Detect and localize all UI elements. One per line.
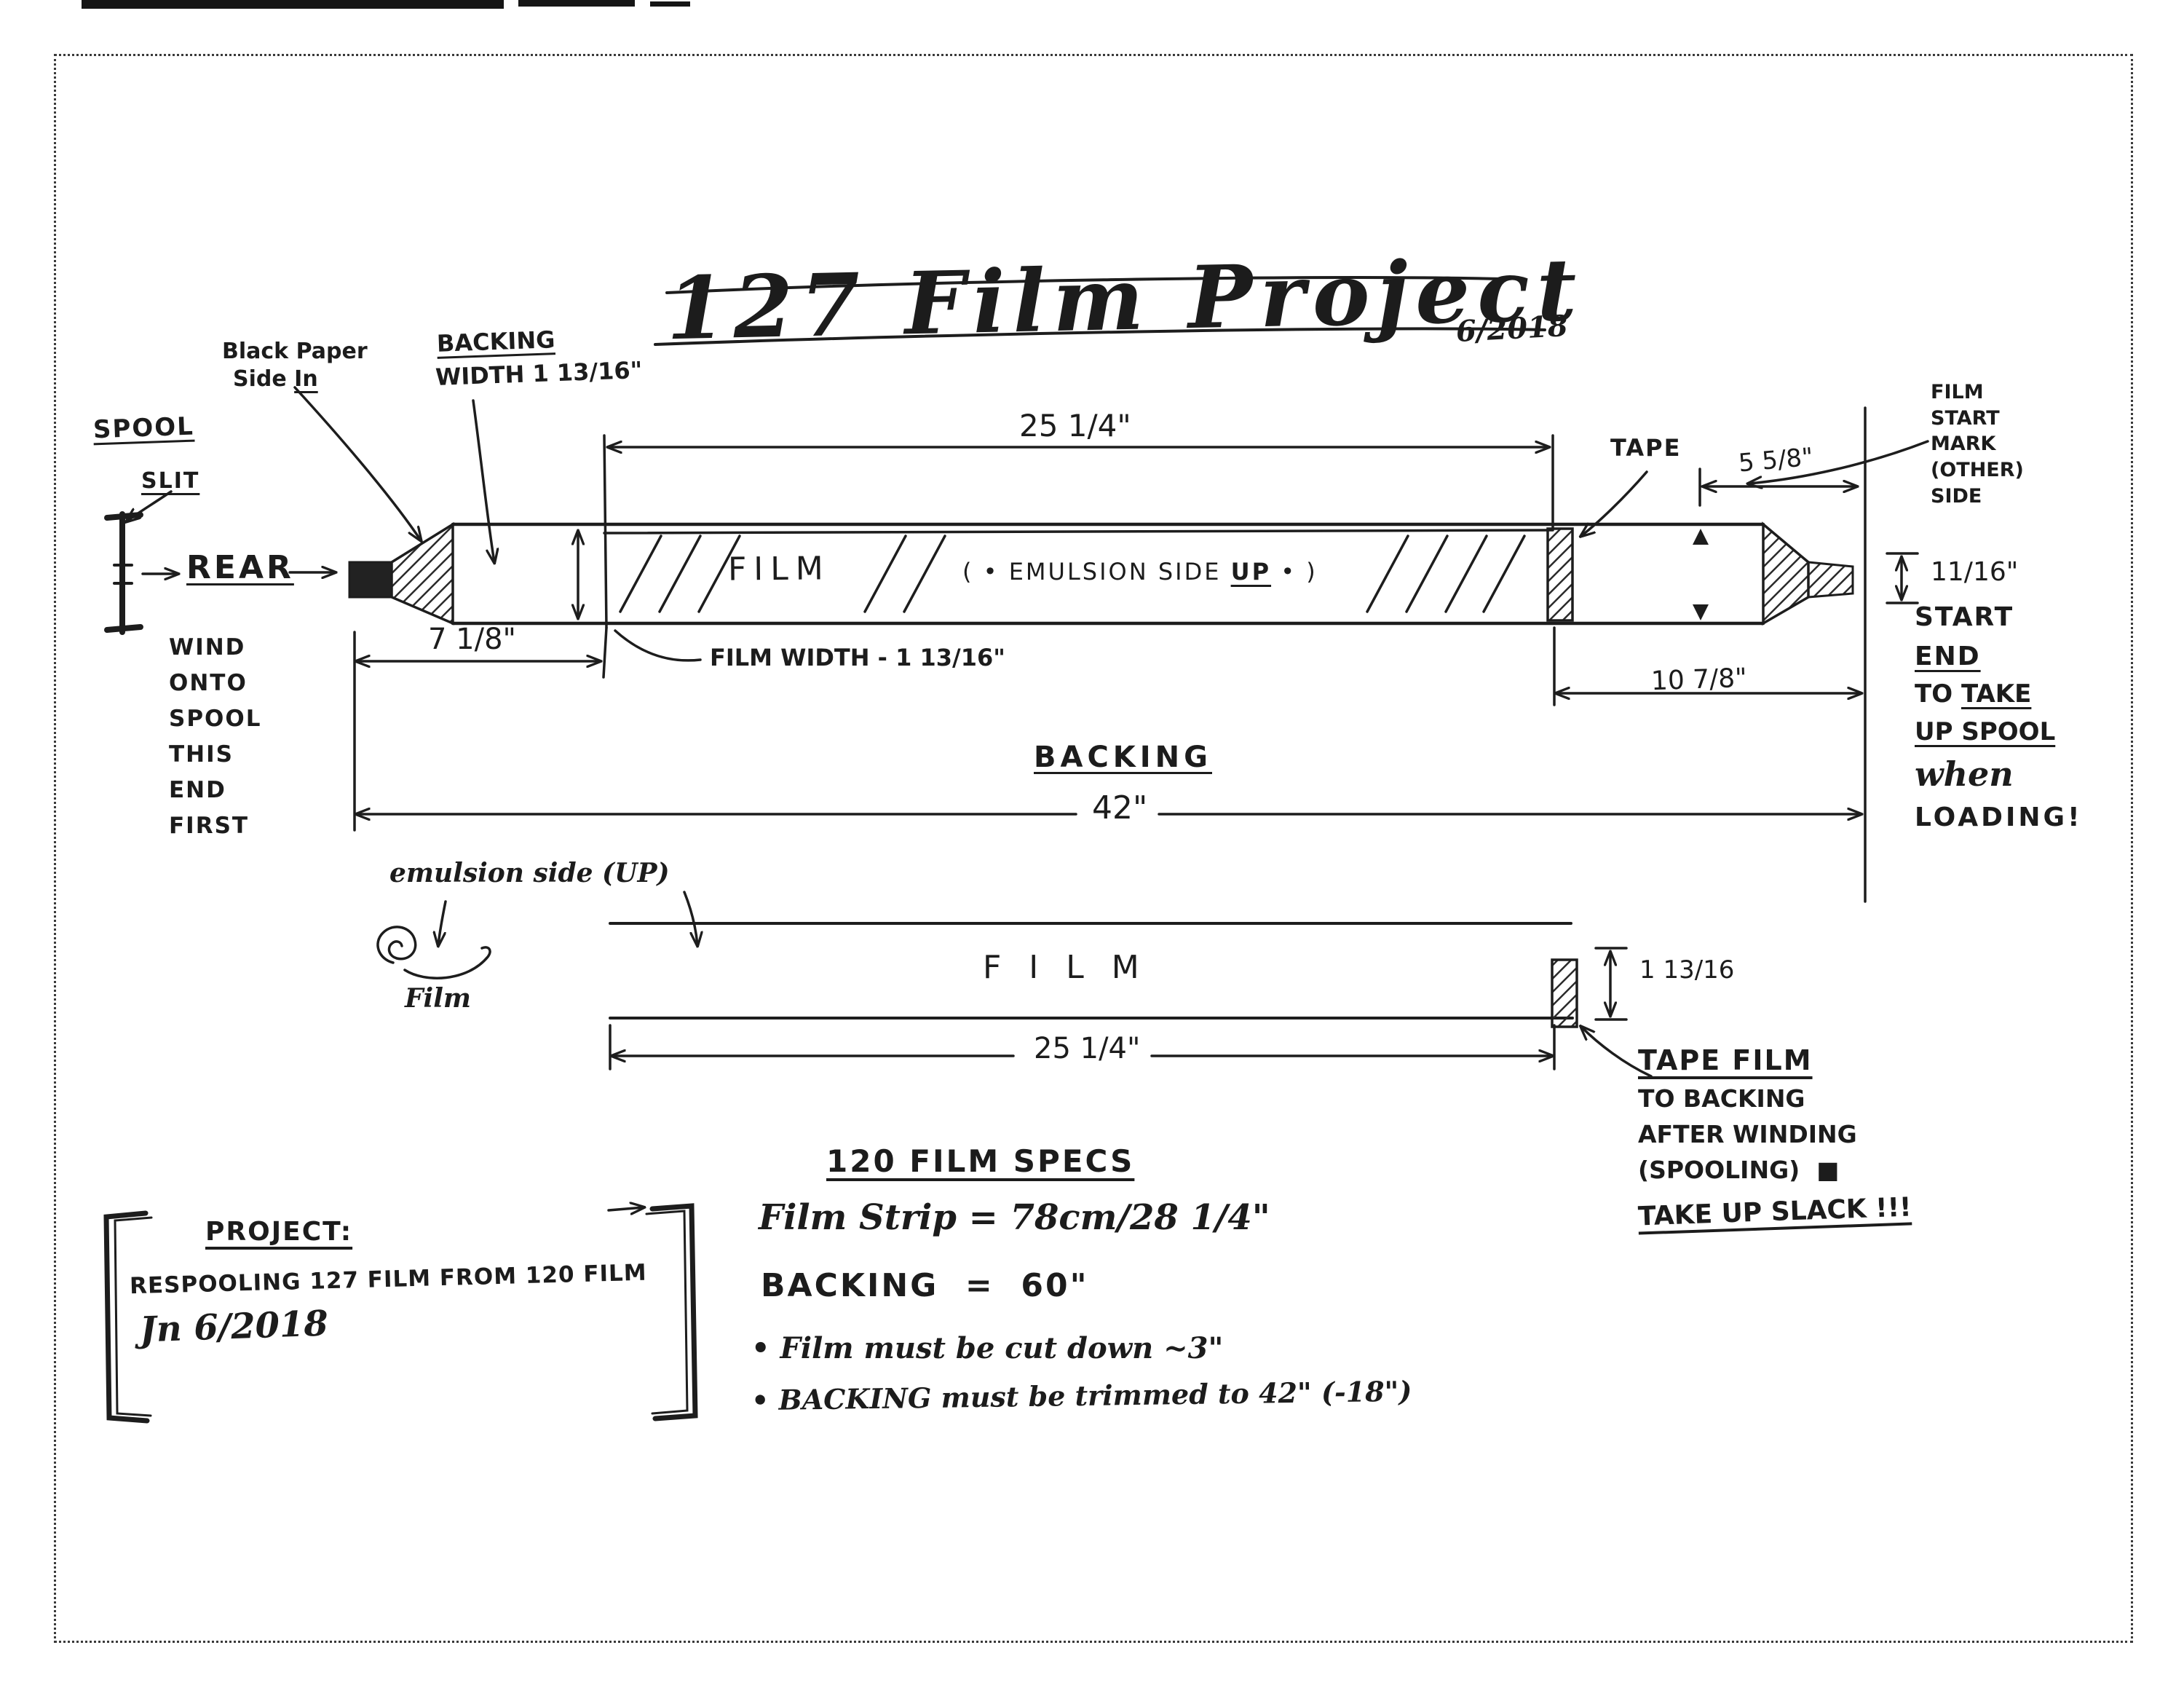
wind-note-line: WIND — [169, 634, 246, 660]
slit-label: SLIT — [141, 468, 200, 494]
specs-film-strip: Film Strip = 78cm/28 1/4" — [759, 1197, 1270, 1238]
wind-note: WIND ONTO SPOOL THIS END FIRST — [169, 635, 262, 839]
tape-film-note: TAPE FILM TO BACKING AFTER WINDING (SPOO… — [1637, 1044, 1912, 1231]
tape-film-note-line: TO BACKING — [1638, 1084, 1805, 1113]
emulsion-text-up: UP — [1230, 558, 1272, 585]
wind-note-line: THIS — [169, 741, 234, 768]
strip-film-label: FILM — [727, 550, 831, 588]
dim-film-width: 1 13/16 — [1639, 955, 1735, 985]
project-brackets — [103, 1206, 698, 1424]
tape-film-note-line: AFTER WINDING — [1638, 1120, 1857, 1149]
tape-callout-label: TAPE — [1610, 434, 1682, 462]
tape-film-note-line: TAKE UP SLACK !!! — [1637, 1192, 1912, 1232]
dim-film-length-bottom: 25 1/4" — [1034, 1032, 1141, 1065]
film-curl-drawing — [376, 926, 491, 979]
backing-width-callout-line1: BACKING — [436, 326, 555, 358]
title-date: 6/2018 — [1455, 309, 1569, 349]
start-end-line: END — [1915, 641, 1981, 671]
black-paper-callout-line2: Side In — [233, 367, 318, 391]
film-start-mark-note: FILM START MARK (OTHER) SIDE — [1931, 382, 2024, 507]
spool-label: SPOOL — [92, 411, 195, 445]
specs-heading: 120 FILM SPECS — [826, 1143, 1135, 1179]
start-end-line: START — [1915, 602, 2014, 632]
wind-note-line: FIRST — [169, 813, 250, 840]
film-hatch-slashes — [619, 535, 1526, 613]
emulsion-side-label: emulsion side (UP) — [389, 858, 670, 888]
specs-bullet-1: • Film must be cut down ~3" — [751, 1331, 1224, 1365]
film-start-mark-line: SIDE — [1931, 484, 1982, 508]
film-strip-diagram — [438, 891, 1653, 1078]
title-strokes — [654, 276, 1546, 346]
dim-lead-in: 7 1/8" — [428, 623, 516, 656]
film-curl-label: Film — [405, 983, 472, 1014]
wind-note-line: END — [169, 777, 226, 804]
project-signature: Jn 6/2018 — [139, 1303, 329, 1351]
start-end-to-text: TO — [1915, 679, 1961, 709]
specs-backing: BACKING = 60" — [761, 1267, 1089, 1304]
start-end-line: UP SPOOL — [1915, 717, 2056, 746]
backing-label: BACKING — [1034, 741, 1212, 774]
rear-label: REAR — [186, 549, 294, 586]
tape-film-note-line: TAPE FILM — [1638, 1044, 1813, 1076]
black-paper-callout-line1: Black Paper — [222, 339, 368, 364]
start-end-line: TO TAKE — [1915, 679, 2083, 709]
start-end-note: START END TO TAKE UP SPOOL when LOADING! — [1915, 603, 2083, 832]
rear-arrows — [141, 572, 335, 574]
dim-film-length-top: 25 1/4" — [1019, 408, 1131, 443]
page-title: 127 Film Project — [665, 238, 1585, 360]
film-start-mark-line: (OTHER) — [1931, 459, 2024, 482]
start-end-line: LOADING! — [1915, 802, 2083, 832]
film-start-mark-line: MARK — [1931, 433, 1996, 456]
emulsion-text-pre: ( • EMULSION SIDE — [962, 558, 1231, 585]
tape-film-note-line: (SPOOLING) ■ — [1638, 1156, 1840, 1185]
strip-emulsion-label: ( • EMULSION SIDE UP • ) — [962, 559, 1318, 585]
film-width-callout: FILM WIDTH - 1 13/16" — [710, 644, 1005, 671]
spool-drawing — [104, 511, 143, 635]
black-paper-in-text: In — [294, 366, 318, 392]
scan-artifacts — [82, 0, 690, 9]
film-start-mark-line: FILM — [1931, 381, 1984, 403]
start-end-line: when — [1915, 754, 2014, 794]
emulsion-text-post: • ) — [1271, 558, 1318, 585]
dotted-border — [54, 54, 2133, 1643]
black-paper-side-text: Side — [233, 366, 295, 392]
film-strip-label: FILM — [983, 949, 1167, 986]
dim-lead-out: 10 7/8" — [1650, 663, 1748, 697]
wind-note-line: ONTO — [169, 670, 248, 697]
start-end-take-text: TAKE — [1961, 679, 2032, 709]
dimension-lines — [353, 406, 1919, 903]
project-heading: PROJECT: — [205, 1217, 353, 1247]
wind-note-line: SPOOL — [169, 706, 262, 733]
dim-tab-width: 11/16" — [1931, 557, 2019, 587]
film-start-mark-line: START — [1931, 406, 2000, 430]
backing-strip — [348, 434, 1854, 629]
dim-backing-length: 42" — [1092, 789, 1148, 827]
